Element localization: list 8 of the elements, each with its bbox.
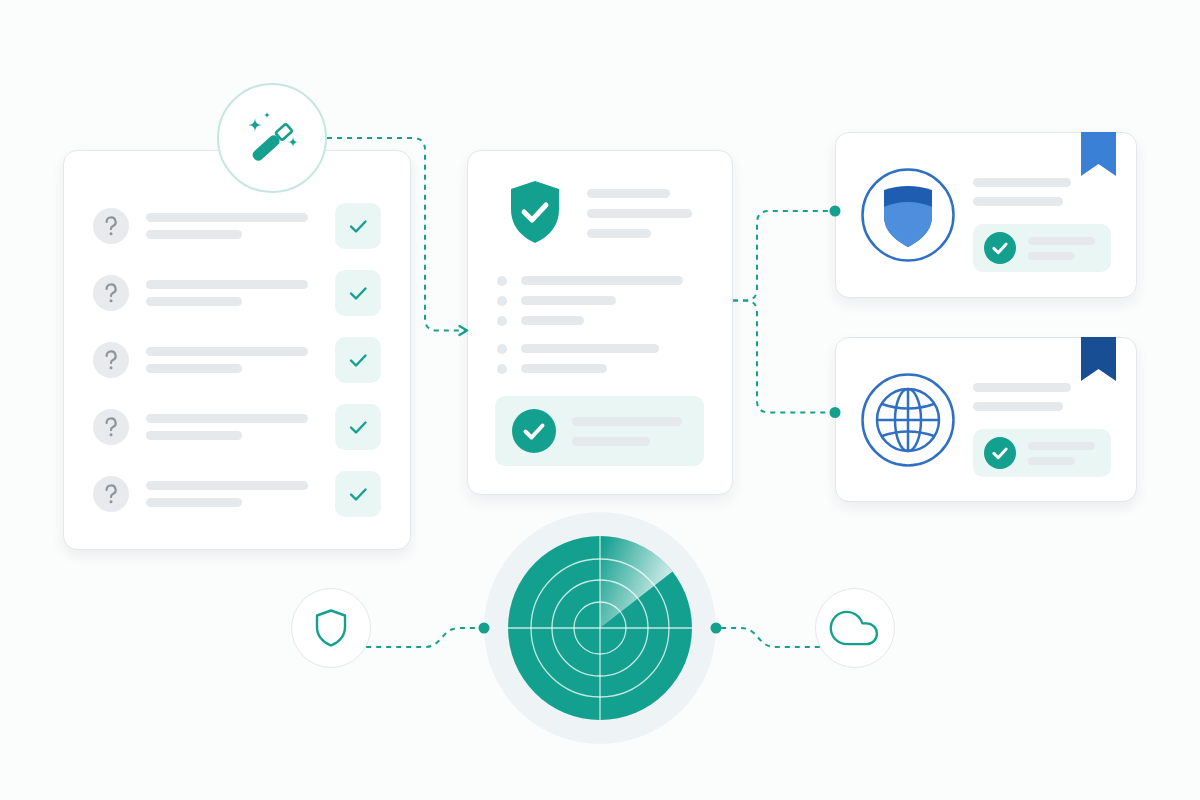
checklist-card bbox=[63, 150, 411, 550]
dashed-connector bbox=[710, 622, 821, 648]
dashed-connector bbox=[326, 137, 469, 337]
dashed-connector bbox=[365, 622, 490, 648]
result-card bbox=[835, 132, 1137, 298]
dashed-connector bbox=[732, 299, 841, 418]
result-card bbox=[835, 337, 1137, 502]
verification-card bbox=[467, 150, 733, 495]
